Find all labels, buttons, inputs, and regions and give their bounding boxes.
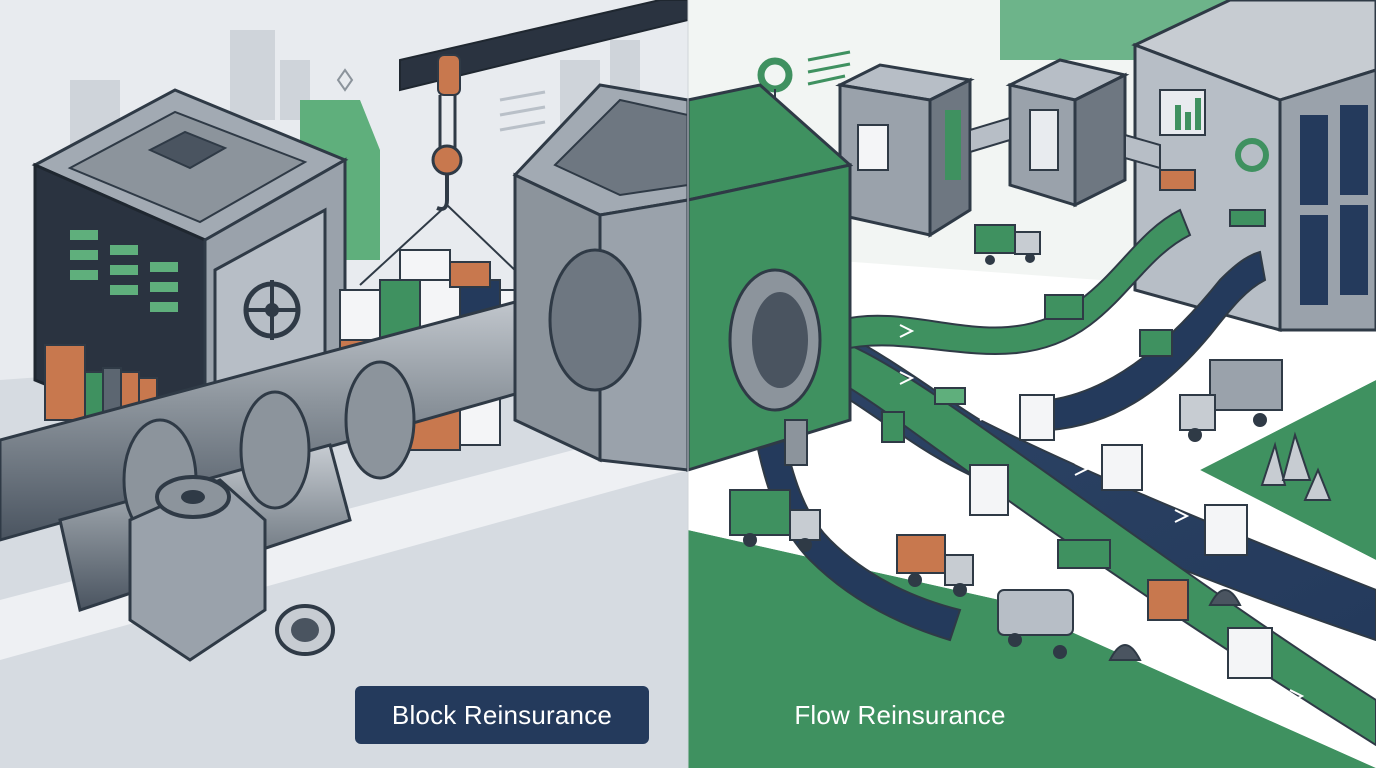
small-green-truck — [974, 224, 1041, 265]
valve-junction — [128, 478, 267, 662]
pie-chart-icon — [1235, 138, 1269, 172]
bar-chart-icon — [1175, 105, 1181, 130]
crane — [359, 0, 689, 286]
block-reinsurance-panel — [0, 0, 690, 768]
road-tunnels — [1108, 589, 1242, 661]
right-document-lines-icon — [807, 50, 851, 86]
location-pin-icon — [336, 68, 354, 92]
delivery-truck — [729, 489, 821, 552]
flow-arrows — [899, 324, 1305, 703]
flow-reinsurance-panel — [686, 0, 1376, 768]
pipeline — [0, 273, 603, 662]
upper-green-road — [839, 208, 1192, 355]
cargo-truck — [896, 534, 974, 597]
document-kiosk — [835, 63, 975, 238]
block-reinsurance-label: Block Reinsurance — [355, 686, 649, 744]
server-building — [1005, 58, 1130, 208]
left-pipe-box — [512, 83, 690, 472]
crane-hook-icon — [431, 144, 463, 176]
analytics-building — [1131, 0, 1376, 332]
freight-truck — [1179, 359, 1283, 442]
flow-reinsurance-label: Flow Reinsurance — [794, 699, 1006, 730]
crystal-trees — [1260, 431, 1332, 501]
small-pipes — [969, 116, 1161, 170]
document-lines-icon — [499, 90, 546, 132]
van — [997, 589, 1074, 659]
right-pipe-box — [686, 83, 854, 473]
document-stacks — [881, 294, 1273, 679]
server-rack-lights — [70, 230, 178, 312]
